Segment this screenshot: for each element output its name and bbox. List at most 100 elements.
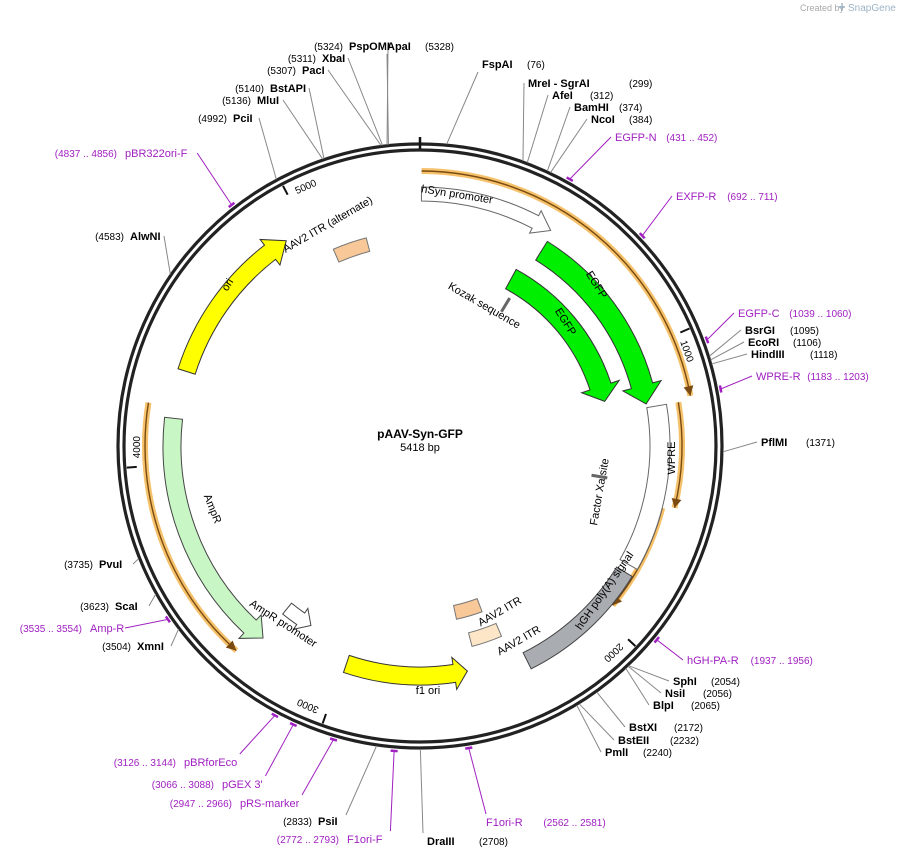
enzyme-pos-mrei-sgrai: (299) — [629, 79, 652, 90]
enzyme-name-xmni[interactable]: XmnI — [137, 641, 164, 653]
feature-f1-ori[interactable] — [342, 654, 469, 691]
enzyme-name-blpi[interactable]: BlpI — [653, 700, 674, 712]
enzyme-site-pcii[interactable]: PciI(4992) — [198, 113, 252, 125]
enzyme-name-mrei-sgrai[interactable]: MreI - SgrAI — [528, 78, 590, 90]
primer-f1ori-r[interactable]: F1ori-R(2562 .. 2581) — [486, 817, 606, 829]
enzyme-line-bamhi — [546, 106, 571, 172]
primer-name-prs-marker[interactable]: pRS-marker — [240, 798, 300, 810]
feature-ori[interactable] — [177, 238, 287, 375]
enzyme-name-ncoi[interactable]: NcoI — [591, 114, 615, 126]
enzyme-site-fspai[interactable]: FspAI(76) — [482, 59, 545, 71]
enzyme-site-alwni[interactable]: AlwNI(4583) — [95, 231, 160, 243]
feature-aav2-itr-alternate[interactable] — [332, 237, 371, 263]
primer-wpre-r[interactable]: WPRE-R(1183 .. 1203) — [756, 371, 869, 383]
primer-name-amp-r[interactable]: Amp-R — [90, 623, 124, 635]
feature-hgh-poly-a-signal[interactable] — [522, 566, 633, 670]
enzyme-site-ecori[interactable]: EcoRI(1106) — [748, 337, 821, 349]
enzyme-name-pvui[interactable]: PvuI — [99, 559, 122, 571]
primer-amp-r[interactable]: Amp-R(3535 .. 3554) — [20, 623, 125, 635]
enzyme-name-bstxi[interactable]: BstXI — [629, 722, 657, 734]
primer-name-egfp-c[interactable]: EGFP-C — [738, 308, 780, 320]
enzyme-name-draiii[interactable]: DraIII — [427, 836, 455, 848]
enzyme-name-bamhi[interactable]: BamHI — [574, 102, 609, 114]
enzyme-site-bstapi[interactable]: BstAPI(5140) — [235, 83, 306, 95]
primer-exfp-r[interactable]: EXFP-R(692 .. 711) — [676, 191, 778, 203]
primer-name-f1ori-r[interactable]: F1ori-R — [486, 817, 523, 829]
enzyme-site-nsii[interactable]: NsiI(2056) — [665, 688, 732, 700]
enzyme-name-bsteii[interactable]: BstEII — [618, 735, 649, 747]
primer-hgh-pa-r[interactable]: hGH-PA-R(1937 .. 1956) — [687, 655, 813, 667]
enzyme-name-nsii[interactable]: NsiI — [665, 688, 685, 700]
enzyme-line-pcii — [258, 117, 277, 180]
enzyme-name-xbai[interactable]: XbaI — [322, 53, 345, 65]
primer-pbr322ori-f[interactable]: pBR322ori-F(4837 .. 4856) — [55, 148, 188, 160]
enzyme-site-mrei-sgrai[interactable]: MreI - SgrAI (299) — [528, 78, 652, 90]
enzyme-site-bamhi[interactable]: BamHI(374) — [574, 102, 642, 114]
primer-name-pgex-3[interactable]: pGEX 3' — [222, 779, 263, 791]
feature-egfp[interactable] — [535, 240, 663, 405]
feature-ampr[interactable] — [162, 416, 264, 639]
primer-name-pbrforeco[interactable]: pBRforEco — [184, 757, 237, 769]
enzyme-site-pflmi[interactable]: PflMI(1371) — [761, 437, 835, 449]
enzyme-site-pspomi[interactable]: PspOMI(5324) — [314, 41, 390, 53]
enzyme-name-alwni[interactable]: AlwNI — [130, 231, 161, 243]
primer-egfp-c[interactable]: EGFP-C(1039 .. 1060) — [738, 308, 851, 320]
enzyme-name-hindiii[interactable]: HindIII — [751, 349, 785, 361]
enzyme-site-sphi[interactable]: SphI(2054) — [673, 676, 740, 688]
primer-name-f1ori-f[interactable]: F1ori-F — [347, 834, 383, 846]
primer-pgex-3[interactable]: pGEX 3'(3066 .. 3088) — [152, 779, 263, 791]
primer-f1ori-f[interactable]: F1ori-F(2772 .. 2793) — [277, 834, 383, 846]
primer-pbrforeco[interactable]: pBRforEco(3126 .. 3144) — [114, 757, 237, 769]
enzyme-name-scai[interactable]: ScaI — [115, 601, 138, 613]
enzyme-site-apai[interactable]: ApaI(5328) — [387, 41, 454, 53]
primer-name-pbr322ori-f[interactable]: pBR322ori-F — [125, 148, 188, 160]
enzyme-site-bsrgi[interactable]: BsrGI(1095) — [745, 325, 819, 337]
feature-wpre[interactable] — [619, 403, 671, 571]
enzyme-name-afei[interactable]: AfeI — [552, 90, 573, 102]
primer-prs-marker[interactable]: pRS-marker(2947 .. 2966) — [170, 798, 300, 810]
enzyme-site-xmni[interactable]: XmnI(3504) — [102, 641, 164, 653]
enzyme-site-blpi[interactable]: BlpI(2065) — [653, 700, 720, 712]
enzyme-site-psii[interactable]: PsiI(2833) — [283, 816, 337, 828]
enzyme-name-pflmi[interactable]: PflMI — [761, 437, 787, 449]
primer-name-exfp-r[interactable]: EXFP-R — [676, 191, 716, 203]
enzyme-name-apai[interactable]: ApaI — [387, 41, 411, 53]
enzyme-site-mlui[interactable]: MluI(5136) — [222, 95, 279, 107]
feature-hsyn-promoter[interactable] — [420, 186, 552, 234]
enzyme-site-bstxi[interactable]: BstXI(2172) — [629, 722, 703, 734]
enzyme-site-pvui[interactable]: PvuI(3735) — [64, 559, 122, 571]
enzyme-site-afei[interactable]: AfeI(312) — [552, 90, 613, 102]
feature-egfp[interactable] — [504, 268, 621, 402]
enzyme-name-pcii[interactable]: PciI — [233, 113, 253, 125]
enzyme-name-bstapi[interactable]: BstAPI — [270, 83, 306, 95]
enzyme-line-psii — [345, 745, 378, 816]
enzyme-site-ncoi[interactable]: NcoI(384) — [591, 114, 652, 126]
primer-egfp-n[interactable]: EGFP-N(431 .. 452) — [615, 132, 717, 144]
enzyme-name-sphi[interactable]: SphI — [673, 676, 697, 688]
enzyme-name-pmli[interactable]: PmlI — [605, 747, 628, 759]
enzyme-line-draiii — [419, 748, 424, 834]
enzyme-line-fspai — [446, 71, 479, 145]
feature-aav2-itr[interactable] — [453, 598, 483, 620]
enzyme-site-hindiii[interactable]: HindIII(1118) — [751, 349, 837, 361]
enzyme-name-ecori[interactable]: EcoRI — [748, 337, 779, 349]
feature-label-aav2-itr: AAV2 ITR — [476, 595, 524, 629]
enzyme-site-bsteii[interactable]: BstEII(2232) — [618, 735, 699, 747]
primer-name-egfp-n[interactable]: EGFP-N — [615, 132, 657, 144]
enzyme-name-pspomi[interactable]: PspOMI — [349, 41, 390, 53]
primer-name-hgh-pa-r[interactable]: hGH-PA-R — [687, 655, 739, 667]
primer-name-wpre-r[interactable]: WPRE-R — [756, 371, 801, 383]
enzyme-name-paci[interactable]: PacI — [302, 65, 325, 77]
enzyme-name-mlui[interactable]: MluI — [257, 95, 279, 107]
enzyme-name-fspai[interactable]: FspAI — [482, 59, 513, 71]
enzyme-site-scai[interactable]: ScaI(3623) — [80, 601, 138, 613]
feature-aav2-itr[interactable] — [467, 622, 503, 647]
feature-ampr-promoter[interactable] — [281, 602, 312, 630]
enzyme-name-bsrgi[interactable]: BsrGI — [745, 325, 775, 337]
enzyme-site-paci[interactable]: PacI(5307) — [267, 65, 325, 77]
primer-mark-egfp-n — [566, 176, 574, 182]
enzyme-name-psii[interactable]: PsiI — [318, 816, 338, 828]
enzyme-site-xbai[interactable]: XbaI(5311) — [288, 53, 345, 65]
enzyme-site-draiii[interactable]: DraIII(2708) — [427, 836, 508, 848]
enzyme-site-pmli[interactable]: PmlI(2240) — [605, 747, 672, 759]
